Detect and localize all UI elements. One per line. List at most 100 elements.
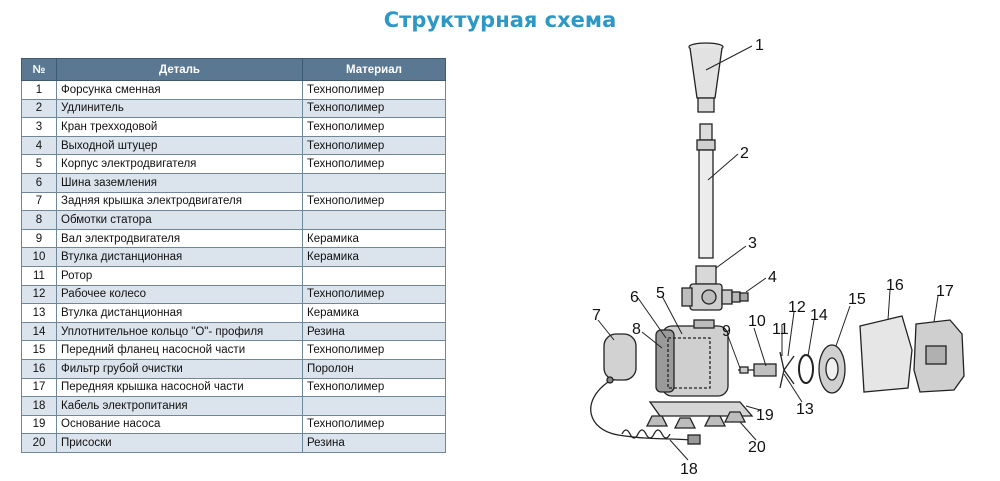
row-material: Технополимер [302,191,446,212]
extension-tube-part [696,123,716,259]
suction-cups-part [645,411,747,429]
pump-base-part [648,401,754,417]
callout-12: 12 [788,299,806,316]
row-number: 19 [21,414,57,435]
row-material: Керамика [302,247,446,267]
row-material: Технополимер [302,414,446,435]
row-material: Резина [302,321,446,342]
row-number: 17 [21,377,57,398]
callout-leader-lines [597,45,939,461]
row-number: 8 [21,210,57,230]
row-number: 4 [21,135,57,156]
three-way-valve-part [681,265,723,311]
impeller-part [753,351,795,389]
row-material: Технополимер [302,154,446,174]
row-part-name: Форсунка сменная [56,80,303,100]
row-number: 3 [21,117,57,137]
row-part-name: Обмотки статора [56,210,303,230]
row-part-name: Корпус электродвигателя [56,154,303,174]
row-part-name: Уплотнительное кольцо "О"- профиля [56,321,303,342]
callout-11: 11 [772,321,789,338]
outlet-fitting-part [721,289,749,305]
row-part-name: Ротор [56,265,303,286]
row-number: 9 [21,228,57,249]
row-number: 2 [21,98,57,119]
row-material: Керамика [302,303,446,323]
callout-16: 16 [886,277,904,294]
row-material [302,210,446,230]
row-part-name: Кабель электропитания [56,396,303,416]
motor-housing-part [655,319,729,397]
front-cover-part [913,319,965,393]
row-part-name: Задняя крышка электродвигателя [56,191,303,212]
row-number: 6 [21,172,57,193]
callout-1: 1 [755,37,764,54]
row-material: Технополимер [302,135,446,156]
header-part: Деталь [56,58,303,81]
row-part-name: Передний фланец насосной части [56,340,303,360]
rear-cover-part [603,333,637,384]
row-part-name: Втулка дистанционная [56,247,303,267]
callout-20: 20 [748,439,766,456]
callout-2: 2 [740,145,749,162]
row-number: 15 [21,340,57,360]
row-material [302,172,446,193]
row-material [302,265,446,286]
row-material: Технополимер [302,377,446,398]
callout-7: 7 [592,307,601,324]
row-material: Технополимер [302,340,446,360]
header-number: № [21,58,57,81]
row-part-name: Выходной штуцер [56,135,303,156]
row-part-name: Втулка дистанционная [56,303,303,323]
table-header-row: № Деталь Материал [21,58,446,81]
row-number: 16 [21,358,57,379]
callout-18: 18 [680,461,698,478]
row-material: Технополимер [302,80,446,100]
row-material [302,396,446,416]
row-material: Технополимер [302,117,446,137]
callout-10: 10 [748,313,766,330]
row-number: 18 [21,396,57,416]
row-part-name: Вал электродвигателя [56,228,303,249]
nozzle-part [688,42,724,113]
row-material: Технополимер [302,98,446,119]
row-part-name: Рабочее колесо [56,284,303,305]
callout-8: 8 [632,321,641,338]
row-number: 13 [21,303,57,323]
row-material: Резина [302,433,446,453]
row-part-name: Шина заземления [56,172,303,193]
callout-9: 9 [722,323,731,340]
row-number: 20 [21,433,57,453]
front-flange-part [818,344,846,394]
filter-part [859,315,913,393]
o-ring-part [798,354,814,384]
header-material: Материал [302,58,446,81]
callout-numbers: 1 2 3 4 5 6 7 8 9 10 11 12 13 14 15 16 1… [592,37,954,478]
row-number: 10 [21,247,57,267]
callout-5: 5 [656,285,665,302]
row-number: 11 [21,265,57,286]
row-part-name: Передняя крышка насосной части [56,377,303,398]
callout-19: 19 [756,407,774,424]
row-number: 14 [21,321,57,342]
row-part-name: Фильтр грубой очистки [56,358,303,379]
